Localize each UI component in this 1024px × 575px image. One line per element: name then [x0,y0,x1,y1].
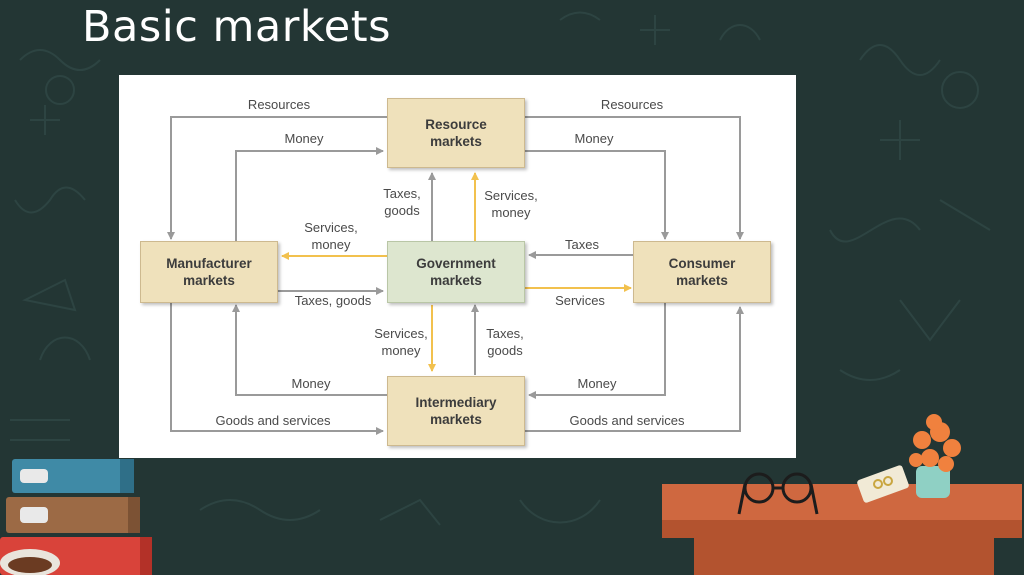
label-taxes-goods-up: Taxes, goods [383,186,421,218]
label-services-money-down: Services, money [374,326,428,358]
arrow-resources-to-consumer [525,116,744,240]
arrow-goods-services-to-consumer [525,306,744,432]
label-resources-right: Resources [600,97,664,112]
arrow-money-to-intermediary [528,303,666,399]
label-resources-left: Resources [247,97,311,112]
books-illustration [0,459,152,575]
arrow-money-to-manufacturer [232,304,387,396]
label-taxes-goods-left: Taxes, goods [294,293,372,308]
desk-illustration [662,414,1022,575]
arrow-resources-to-manufacturer [167,116,387,240]
manufacturer-markets-box: Manufacturer markets [140,241,278,303]
arrow-goods-services-to-intermediary [170,303,384,435]
label-money-bottom-left: Money [291,376,331,391]
label-money-top-right: Money [574,131,614,146]
label-goods-services-right: Goods and services [569,413,685,428]
label-services-money-up: Services, money [484,188,538,220]
label-money-top-left: Money [284,131,324,146]
label-money-bottom-right: Money [577,376,617,391]
resource-markets-box: Resource markets [387,98,525,168]
diagram-arrows [167,116,744,435]
label-goods-services-left: Goods and services [215,413,331,428]
label-services-right: Services [555,293,605,308]
label-taxes-right: Taxes [565,237,599,252]
arrow-money-right-line [525,150,669,240]
intermediary-markets-box: Intermediary markets [387,376,525,446]
label-taxes-goods-down: Taxes, goods [486,326,524,358]
label-services-money-left: Services, money [304,220,358,252]
consumer-markets-box: Consumer markets [633,241,771,303]
slide-title: Basic markets [82,2,392,52]
arrow-money-to-resource-left [235,147,384,242]
basic-markets-diagram: Resource markets Manufacturer markets Go… [119,75,796,458]
government-markets-box: Government markets [387,241,525,303]
